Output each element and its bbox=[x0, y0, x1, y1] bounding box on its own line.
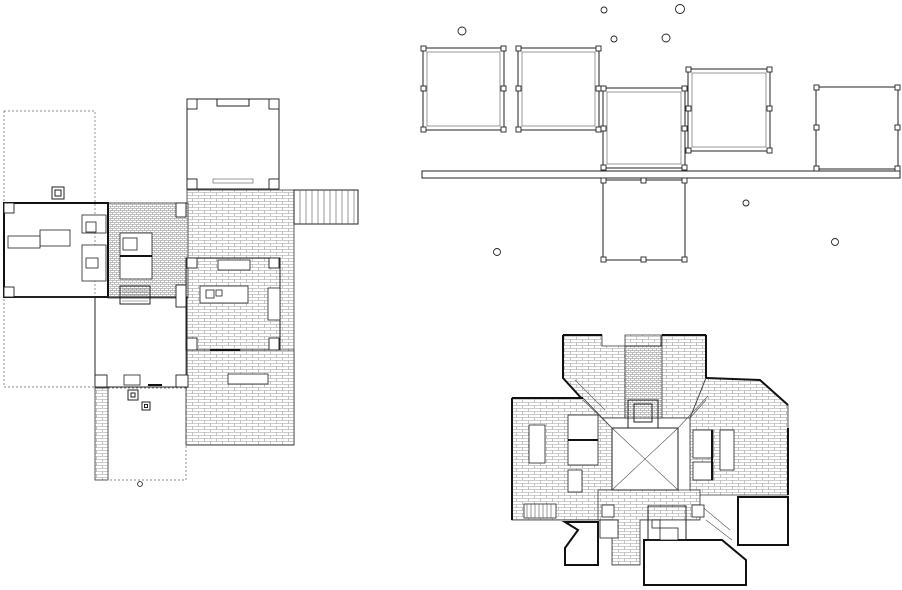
tree-symbol bbox=[675, 4, 685, 14]
south-walk bbox=[94, 387, 109, 481]
south-pavilion bbox=[643, 539, 747, 586]
west-wing bbox=[3, 186, 109, 298]
east-steps bbox=[293, 189, 359, 225]
pavilion-1 bbox=[420, 45, 507, 133]
planter bbox=[127, 389, 139, 401]
planter bbox=[141, 401, 151, 411]
tree-symbol bbox=[610, 35, 618, 43]
plan-c bbox=[511, 334, 789, 586]
tree-symbol bbox=[137, 481, 143, 487]
tree-symbol bbox=[742, 199, 750, 207]
south-terrace bbox=[185, 349, 295, 446]
main-hall bbox=[94, 202, 281, 388]
tree-symbol bbox=[661, 33, 671, 43]
tree-symbol bbox=[600, 6, 608, 14]
se-room bbox=[737, 496, 789, 546]
pavilion-4 bbox=[685, 66, 773, 154]
chimney-block bbox=[51, 186, 65, 200]
plan-b bbox=[420, 4, 901, 263]
plan-a bbox=[3, 98, 359, 487]
sw-room bbox=[561, 521, 599, 566]
pavilion-6 bbox=[600, 177, 688, 263]
tree-symbol bbox=[493, 248, 501, 256]
pavilion-2 bbox=[515, 45, 602, 133]
long-walkway bbox=[421, 170, 901, 179]
tree-symbol bbox=[457, 26, 467, 36]
pavilion-5 bbox=[813, 84, 901, 172]
tree-symbol bbox=[831, 238, 839, 246]
bedroom-block bbox=[119, 232, 153, 305]
court-entry bbox=[627, 399, 659, 429]
site-outline-west bbox=[3, 110, 96, 388]
pavilion-3 bbox=[600, 85, 688, 171]
north-pavilion bbox=[186, 98, 280, 190]
